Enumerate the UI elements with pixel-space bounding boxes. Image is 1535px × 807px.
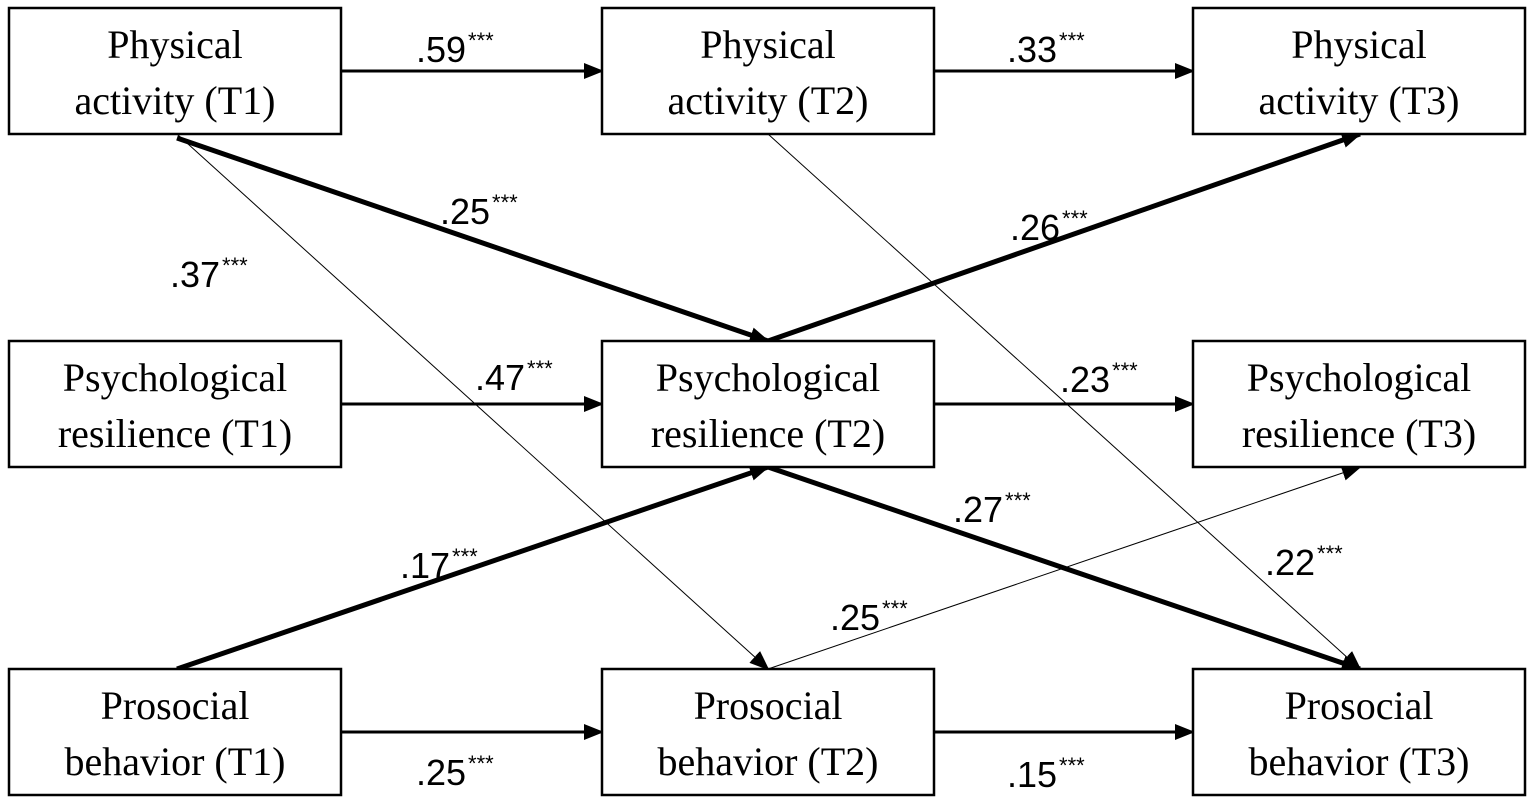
node-pr1: Psychological resilience (T1) bbox=[7, 339, 343, 469]
coefficient-value: .47 bbox=[475, 357, 525, 398]
node-label-line2: activity (T3) bbox=[1258, 78, 1459, 123]
path-arrow-pb2-to-pr3 bbox=[767, 465, 1362, 670]
node-box bbox=[1191, 6, 1527, 136]
coefficient-value: .25 bbox=[440, 191, 490, 232]
path-coefficient-pb2-to-pb3: .15*** bbox=[1007, 753, 1085, 795]
significance-stars: *** bbox=[1062, 206, 1088, 231]
path-coefficient-pr1-to-pr2: .47*** bbox=[475, 356, 553, 398]
node-label-line1: Prosocial bbox=[101, 683, 250, 728]
significance-stars: *** bbox=[468, 751, 494, 776]
node-label-line2: activity (T2) bbox=[667, 78, 868, 123]
path-coefficient-pa1-to-pb2: .37*** bbox=[170, 253, 248, 295]
path-coefficient-pr2-to-pr3: .23*** bbox=[1060, 358, 1138, 400]
path-arrow-pr2-to-pa3 bbox=[767, 131, 1362, 344]
coefficient-value: .27 bbox=[953, 489, 1003, 530]
coefficients-layer: .59***.33***.47***.23***.25***.15***.25*… bbox=[170, 28, 1343, 795]
node-label-line1: Psychological bbox=[656, 355, 880, 400]
path-arrow-pb1-to-pr2 bbox=[176, 464, 770, 672]
node-box bbox=[600, 339, 936, 469]
coefficient-value: .37 bbox=[170, 254, 220, 295]
path-coefficient-pb1-to-pr2: .17*** bbox=[400, 544, 478, 586]
node-pa3: Physical activity (T3) bbox=[1191, 6, 1527, 136]
path-coefficient-pa2-to-pa3: .33*** bbox=[1007, 28, 1085, 70]
significance-stars: *** bbox=[527, 356, 553, 381]
significance-stars: *** bbox=[1005, 488, 1031, 513]
significance-stars: *** bbox=[1059, 28, 1085, 53]
node-label-line2: activity (T1) bbox=[74, 78, 275, 123]
node-label-line1: Psychological bbox=[63, 355, 287, 400]
coefficient-value: .15 bbox=[1007, 754, 1057, 795]
node-label-line1: Physical bbox=[700, 22, 836, 67]
node-label-line1: Prosocial bbox=[1285, 683, 1434, 728]
path-coefficient-pb2-to-pr3: .25*** bbox=[830, 596, 908, 638]
coefficient-value: .25 bbox=[830, 597, 880, 638]
node-pa1: Physical activity (T1) bbox=[7, 6, 343, 136]
node-box bbox=[600, 6, 936, 136]
path-arrow-pa1-to-pb2 bbox=[176, 133, 770, 671]
path-coefficient-pr2-to-pb3: .27*** bbox=[953, 488, 1031, 530]
node-label-line1: Prosocial bbox=[694, 683, 843, 728]
significance-stars: *** bbox=[882, 596, 908, 621]
coefficient-value: .17 bbox=[400, 545, 450, 586]
node-box bbox=[7, 339, 343, 469]
path-arrow-pa2-to-pb3 bbox=[767, 133, 1362, 671]
node-box bbox=[600, 667, 936, 797]
node-pb2: Prosocial behavior (T2) bbox=[600, 667, 936, 797]
coefficient-value: .23 bbox=[1060, 359, 1110, 400]
path-coefficient-pa1-to-pr2: .25*** bbox=[440, 190, 518, 232]
significance-stars: *** bbox=[492, 190, 518, 215]
node-label-line2: resilience (T2) bbox=[651, 411, 885, 456]
node-label-line2: resilience (T3) bbox=[1242, 411, 1476, 456]
nodes-layer: Physical activity (T1) Physical activity (T… bbox=[7, 6, 1527, 797]
node-label-line1: Psychological bbox=[1247, 355, 1471, 400]
path-coefficient-pb1-to-pb2: .25*** bbox=[416, 751, 494, 793]
paths-layer bbox=[176, 63, 1362, 740]
significance-stars: *** bbox=[452, 544, 478, 569]
node-pr3: Psychological resilience (T3) bbox=[1191, 339, 1527, 469]
node-box bbox=[7, 667, 343, 797]
node-pa2: Physical activity (T2) bbox=[600, 6, 936, 136]
node-label-line1: Physical bbox=[1291, 22, 1427, 67]
coefficient-value: .26 bbox=[1010, 207, 1060, 248]
node-label-line1: Physical bbox=[107, 22, 243, 67]
node-label-line2: behavior (T2) bbox=[657, 739, 878, 784]
path-coefficient-pa2-to-pb3: .22*** bbox=[1265, 541, 1343, 583]
significance-stars: *** bbox=[468, 28, 494, 53]
path-coefficient-pr2-to-pa3: .26*** bbox=[1010, 206, 1088, 248]
node-label-line2: resilience (T1) bbox=[58, 411, 292, 456]
node-pr2: Psychological resilience (T2) bbox=[600, 339, 936, 469]
coefficient-value: .33 bbox=[1007, 29, 1057, 70]
node-pb3: Prosocial behavior (T3) bbox=[1191, 667, 1527, 797]
node-pb1: Prosocial behavior (T1) bbox=[7, 667, 343, 797]
path-coefficient-pa1-to-pa2: .59*** bbox=[416, 28, 494, 70]
significance-stars: *** bbox=[222, 253, 248, 278]
node-box bbox=[1191, 667, 1527, 797]
coefficient-value: .22 bbox=[1265, 542, 1315, 583]
node-label-line2: behavior (T3) bbox=[1248, 739, 1469, 784]
significance-stars: *** bbox=[1317, 541, 1343, 566]
coefficient-value: .59 bbox=[416, 29, 466, 70]
path-arrow-pa1-to-pr2 bbox=[176, 135, 770, 344]
node-label-line2: behavior (T1) bbox=[64, 739, 285, 784]
significance-stars: *** bbox=[1059, 753, 1085, 778]
node-box bbox=[7, 6, 343, 136]
node-box bbox=[1191, 339, 1527, 469]
significance-stars: *** bbox=[1112, 358, 1138, 383]
coefficient-value: .25 bbox=[416, 752, 466, 793]
